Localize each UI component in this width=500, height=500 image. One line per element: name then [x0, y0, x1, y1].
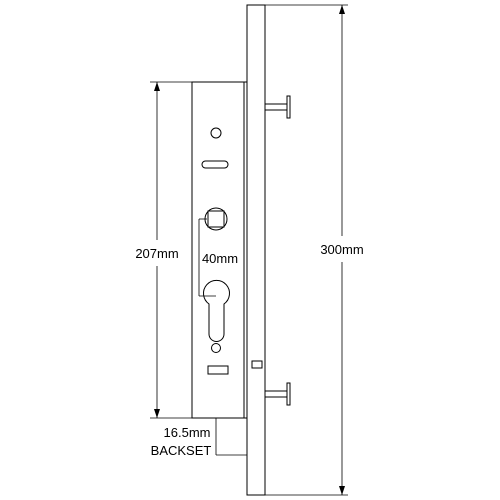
dimension-40-label: 40mm — [202, 251, 238, 266]
backset-value-label: 16.5mm — [164, 425, 211, 440]
faceplate — [246, 4, 266, 496]
small-slot — [207, 365, 229, 375]
slot — [201, 160, 229, 169]
top-bolt — [265, 95, 291, 119]
dimension-300-label: 300mm — [320, 242, 363, 257]
fixing-hole-bottom — [211, 343, 221, 353]
dimension-300 — [265, 4, 348, 496]
dimension-207 — [150, 81, 192, 419]
latch-stub — [251, 360, 263, 369]
dimension-207-label: 207mm — [135, 246, 178, 261]
dimension-40 — [198, 218, 216, 297]
lock-case — [191, 81, 248, 419]
euro-cylinder-cutout — [203, 279, 230, 342]
backset-label: BACKSET — [151, 443, 212, 458]
backset-leader — [215, 418, 247, 456]
bottom-bolt — [265, 382, 291, 406]
fixing-hole-top — [210, 127, 222, 139]
